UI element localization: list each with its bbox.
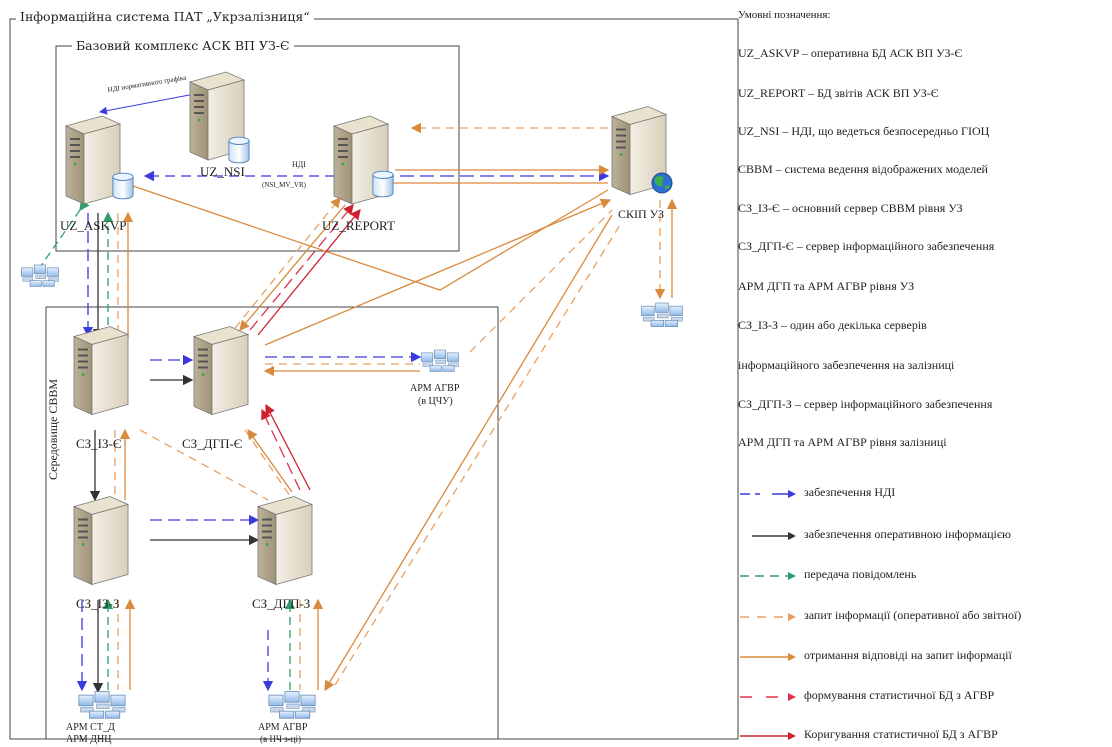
legend-line: АРМ ДГП та АРМ АГВР рівня УЗ xyxy=(738,279,915,293)
legend-line: АРМ ДГП та АРМ АГВР рівня залізниці xyxy=(738,435,947,449)
label-uz-nsi: UZ_NSI xyxy=(200,164,245,179)
legend-line: інформаційного забезпечення на залізниці xyxy=(738,358,955,372)
workstation-skip xyxy=(641,302,683,327)
db-icon-askvp xyxy=(112,172,134,200)
architecture-diagram: UZ_ASKVP UZ_NSI UZ_REPORT СКІП УЗ СЗ_ІЗ-… xyxy=(9,18,739,745)
legend-arrow-request: запит інформації (оперативної або звітно… xyxy=(738,608,1110,625)
edge-label-nsi-graph: НДІ нормативного графіка xyxy=(107,73,188,93)
legend-line: UZ_ASKVP – оперативна БД АСК ВП УЗ-Є xyxy=(738,46,963,60)
workstation-arm-agvr-tschu xyxy=(421,349,459,372)
label-skip: СКІП УЗ xyxy=(618,207,664,221)
env-frame xyxy=(45,306,499,740)
workstation-left xyxy=(21,264,59,287)
legend-arrow-label: запит інформації (оперативної або звітно… xyxy=(804,608,1022,622)
label-sz-iz-e: СЗ_ІЗ-Є xyxy=(76,436,121,451)
workstation-arm-agvr-nch xyxy=(268,691,316,719)
edge-label-ndi: НДІ xyxy=(292,160,306,169)
server-sz-dgp-e xyxy=(193,325,249,416)
label-uz-askvp: UZ_ASKVP xyxy=(60,218,126,233)
legend-arrow-label: формування статистичної БД з АГВР xyxy=(804,688,995,702)
label-arm-agvr-nch-1: АРМ АГВР xyxy=(258,722,308,733)
legend-line: СЗ_ІЗ-Є – основний сервер СВВМ рівня УЗ xyxy=(738,201,963,215)
legend-line: СЗ_ДГП-З – сервер інформаційного забезпе… xyxy=(738,397,993,411)
label-sz-dgp-e: СЗ_ДГП-Є xyxy=(182,436,242,451)
label-sz-iz-z: СЗ_ІЗ-З xyxy=(76,596,119,611)
legend-line: СВВМ – система ведення відображених моде… xyxy=(738,162,988,176)
legend-arrow-ndi: забезпечення НДІ xyxy=(738,485,1110,502)
base-frame-title: Базовий комплекс АСК ВП УЗ-Є xyxy=(72,38,294,53)
label-arm-st-2: АРМ ДНЦ xyxy=(66,734,111,745)
legend-arrow-stat-form: формування статистичної БД з АГВР xyxy=(738,688,1110,705)
label-arm-st-1: АРМ СТ_Д xyxy=(66,722,115,733)
label-uz-report: UZ_REPORT xyxy=(322,218,395,233)
legend-arrow-label: отримання відповіді на запит інформації xyxy=(804,648,1012,662)
legend-arrow-stat-correct: Коригування статистичної БД з АГВР xyxy=(738,727,1110,744)
legend-line: СЗ_ІЗ-З – один або декілька серверів xyxy=(738,318,927,332)
legend-line: UZ_REPORT – БД звітів АСК ВП УЗ-Є xyxy=(738,86,939,100)
server-sz-dgp-z xyxy=(257,495,313,586)
legend-line: UZ_NSI – НДІ, що ведеться безпосередньо … xyxy=(738,124,990,138)
legend-arrow-operative: забезпечення оперативною інформацією xyxy=(738,527,1110,544)
legend-heading: Умовні позначення: xyxy=(738,9,831,21)
edge-label-nsi-mv: (NSI_MV_VR) xyxy=(262,181,307,189)
db-icon-nsi xyxy=(228,136,250,164)
legend-arrow-label: забезпечення НДІ xyxy=(804,485,896,499)
connections xyxy=(37,91,678,694)
legend-line: СЗ_ДГП-Є – сервер інформаційного забезпе… xyxy=(738,239,995,253)
legend: Умовні позначення: UZ_ASKVP – оперативна… xyxy=(738,0,1110,747)
legend-arrow-messages: передача повідомлень xyxy=(738,567,1110,584)
globe-icon xyxy=(651,172,673,194)
legend-arrow-response: отримання відповіді на запит інформації xyxy=(738,648,1110,665)
label-arm-agvr-tschu-2: (в ЦЧУ) xyxy=(418,396,453,407)
legend-arrow-label: Коригування статистичної БД з АГВР xyxy=(804,727,998,741)
env-frame-label: Середовище СВВМ xyxy=(46,379,60,480)
legend-arrow-label: передача повідомлень xyxy=(804,567,917,581)
db-icon-report xyxy=(372,170,394,198)
server-sz-iz-e xyxy=(73,325,129,416)
legend-arrow-label: забезпечення оперативною інформацією xyxy=(804,527,1011,541)
server-sz-iz-z xyxy=(73,495,129,586)
workstation-arm-st xyxy=(78,691,126,719)
outer-frame-title: Інформаційна система ПАТ „Укрзалізниця“ xyxy=(16,9,314,24)
server-uz-askvp xyxy=(65,115,121,205)
label-sz-dgp-z: СЗ_ДГП-З xyxy=(252,596,310,611)
label-arm-agvr-nch-2: (в НЧ з-ці) xyxy=(260,734,301,744)
label-arm-agvr-tschu-1: АРМ АГВР xyxy=(410,383,460,394)
